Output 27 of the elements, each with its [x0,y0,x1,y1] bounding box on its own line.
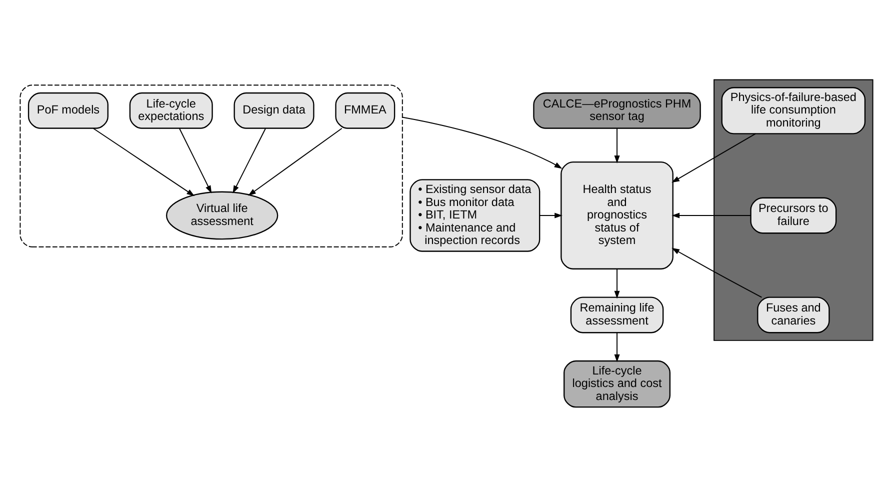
cluster [20,84,403,248]
node-box: Design data [234,92,314,129]
node-box: Life-cycle logistics and cost analysis [564,360,671,408]
cluster [714,79,874,341]
node-box: Physics-of-failure-based life consumption monitoring [721,87,866,134]
arrow [248,128,342,196]
arrow [232,128,266,194]
arrow [92,128,195,196]
arrow [672,248,762,298]
arrow [614,128,620,164]
node-box: PoF models [28,92,108,129]
node-box: Precursors to failure [750,197,837,234]
arrow [672,212,752,218]
node-box: • Existing sensor data • Bus monitor data • BIT, IETM • Maintenance and inspection records [410,179,540,252]
node-ellipse: Virtual life assessment [166,191,278,240]
arrow [672,133,756,183]
node-box: Remaining life assessment [570,296,664,334]
node-box: Fuses and canaries [757,296,830,334]
arrow [614,268,620,299]
arrow [614,332,620,362]
node-box: Health status and prognostics status of system [560,162,674,270]
arrow [179,128,212,194]
node-box: FMMEA [335,92,396,129]
node-box: CALCE—ePrognostics PHM sensor tag [533,92,701,129]
arrow [402,116,562,169]
arrow [539,212,562,218]
node-box: Life-cycle expectations [129,92,213,129]
